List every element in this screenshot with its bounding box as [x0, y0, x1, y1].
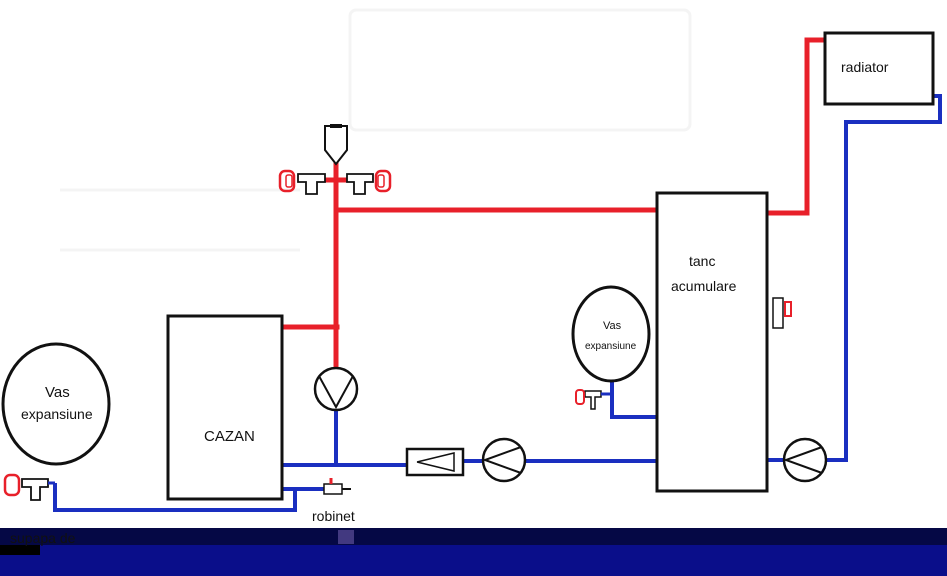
radiator-label: radiator — [841, 59, 889, 75]
small-safety-valve — [575, 389, 611, 410]
large-vessel-label-line2: expansiune — [21, 406, 93, 422]
vent-valve-right — [346, 169, 392, 195]
background-ghost — [60, 8, 692, 252]
vent-valve-left — [278, 169, 326, 195]
pump-tank-return — [481, 437, 527, 483]
boiler-label: CAZAN — [204, 428, 255, 445]
small-vessel-body — [571, 285, 651, 383]
return-pipe-vessel-to-boiler — [53, 483, 325, 512]
boiler: CAZAN — [166, 314, 284, 501]
large-vessel-body — [1, 342, 111, 466]
tank-body — [655, 191, 769, 493]
small-expansion-vessel: Vas expansiune — [571, 285, 651, 383]
pump-boiler — [313, 366, 359, 412]
pump-radiator — [782, 437, 828, 483]
safety-valve-label: supapa de — [10, 530, 76, 546]
large-expansion-vessel: Vas expansiune — [1, 342, 111, 466]
radiator-box — [823, 31, 935, 106]
return-pipe-radiator — [826, 94, 942, 462]
storage-tank: tanc acumulare — [655, 191, 792, 493]
drain-valve-label-line1: robinet — [312, 508, 355, 524]
boiler-body — [166, 314, 284, 501]
tank-label-line2: acumulare — [671, 278, 737, 294]
large-safety-valve — [3, 473, 55, 501]
small-vessel-label-line2: expansiune — [585, 341, 637, 352]
air-vent — [324, 124, 348, 166]
return-pipes — [53, 94, 942, 512]
return-pipe-small-vessel — [610, 380, 658, 419]
supply-pipe-to-radiator — [763, 37, 829, 216]
bottom-bar — [0, 528, 947, 576]
tank-label-line1: tanc — [689, 253, 715, 269]
filter — [405, 447, 465, 477]
radiator: radiator — [823, 31, 935, 106]
tank-thermometer — [772, 297, 784, 329]
small-vessel-label-line1: Vas — [603, 320, 622, 332]
large-vessel-label-line1: Vas — [45, 384, 70, 401]
supply-pipes — [168, 37, 829, 371]
